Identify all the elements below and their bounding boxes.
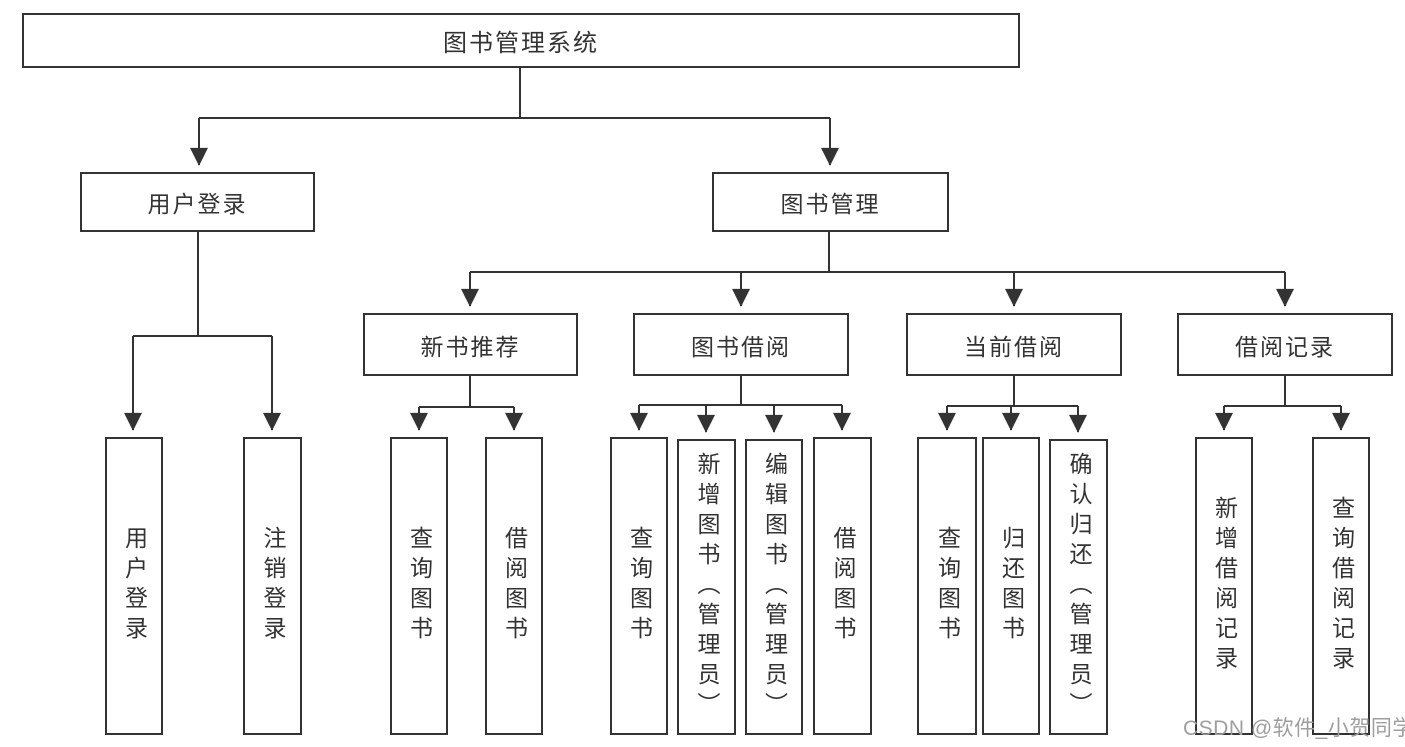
node-library-management-system: 图书管理系统	[22, 13, 1020, 68]
node-label: 用户登录	[147, 191, 248, 217]
leaf-user-login: 用户登录	[105, 437, 163, 735]
leaf-query-books-recommend: 查询图书	[390, 437, 448, 735]
leaf-query-borrow-record: 查询借阅记录	[1312, 437, 1370, 735]
node-label: 查询图书	[934, 526, 961, 646]
leaf-return-books: 归还图书	[982, 437, 1040, 735]
leaf-query-books-current: 查询图书	[917, 437, 977, 735]
leaf-logout: 注销登录	[243, 437, 302, 735]
node-user-login: 用户登录	[80, 172, 315, 232]
csdn-watermark: CSDN @软件_小贺同学	[1183, 717, 1405, 740]
leaf-query-books-borrow: 查询图书	[610, 437, 668, 735]
node-label: 编辑图书（管理员）	[761, 452, 788, 722]
node-borrow-records: 借阅记录	[1177, 313, 1393, 376]
leaf-borrow-books: 借阅图书	[813, 437, 872, 735]
node-label: 图书管理系统	[443, 30, 599, 57]
node-label: 确认归还（管理员）	[1066, 452, 1092, 722]
node-book-borrow: 图书借阅	[633, 313, 849, 376]
node-current-borrow: 当前借阅	[906, 313, 1122, 376]
node-label: 用户登录	[121, 526, 148, 646]
node-label: 借阅记录	[1235, 333, 1335, 360]
node-label: 图书管理	[780, 191, 881, 217]
node-label: 注销登录	[260, 526, 286, 646]
node-label: 图书借阅	[691, 333, 791, 360]
node-label: 查询借阅记录	[1328, 496, 1355, 676]
node-label: 查询图书	[406, 526, 433, 646]
node-label: 归还图书	[998, 526, 1025, 646]
node-label: 查询图书	[626, 526, 653, 646]
node-label: 当前借阅	[964, 333, 1064, 360]
leaf-edit-books-admin: 编辑图书（管理员）	[745, 439, 803, 735]
node-label: 新书推荐	[420, 333, 521, 360]
node-new-book-recommend: 新书推荐	[363, 313, 578, 376]
leaf-borrow-books-recommend: 借阅图书	[485, 437, 543, 735]
node-label: 借阅图书	[501, 526, 528, 646]
leaf-add-books-admin: 新增图书（管理员）	[677, 439, 736, 735]
node-label: 借阅图书	[830, 526, 856, 646]
leaf-add-borrow-record: 新增借阅记录	[1195, 437, 1253, 735]
node-book-management: 图书管理	[712, 172, 949, 232]
node-label: 新增借阅记录	[1211, 496, 1238, 676]
node-label: 新增图书（管理员）	[694, 452, 720, 722]
leaf-confirm-return-admin: 确认归还（管理员）	[1049, 439, 1108, 735]
